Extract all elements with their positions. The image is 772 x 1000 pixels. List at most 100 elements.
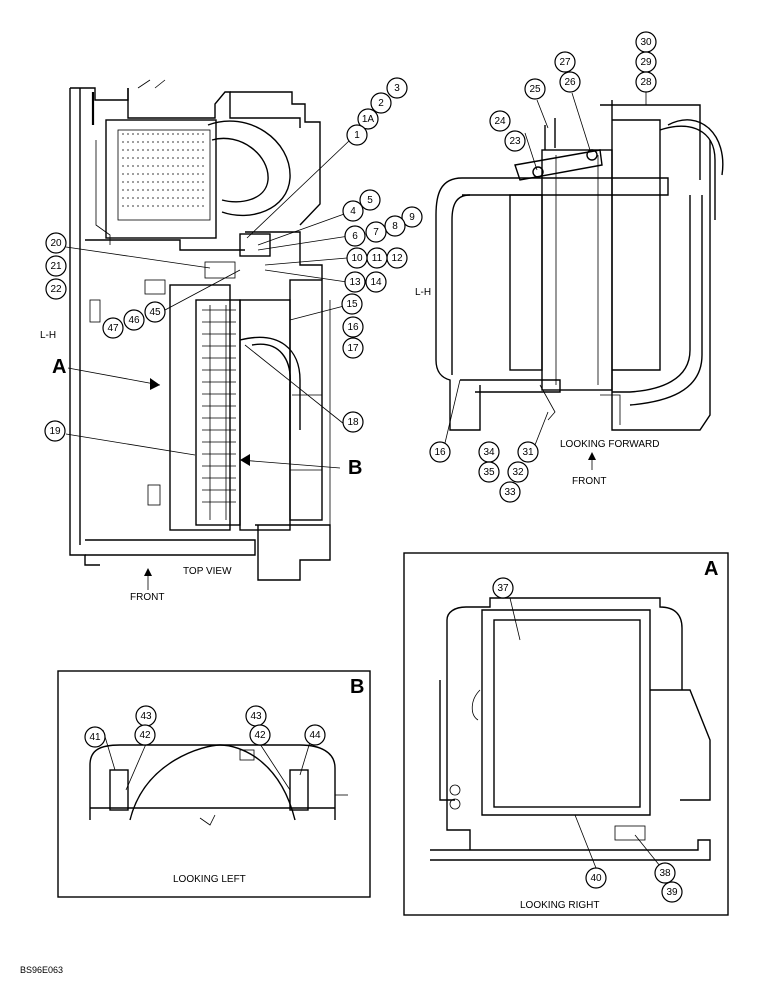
balloon-circle <box>249 724 271 746</box>
balloon-circle <box>341 293 363 315</box>
balloon-circle <box>84 726 106 748</box>
balloon-b17: 17 <box>342 337 364 359</box>
balloon-b26: 26 <box>559 71 581 93</box>
balloon-circle <box>504 130 526 152</box>
balloon-number: 32 <box>512 467 524 478</box>
looking-right-label: LOOKING RIGHT <box>520 900 599 911</box>
balloon-number: 38 <box>659 868 671 879</box>
balloon-number: 16 <box>347 322 359 333</box>
balloon-number: 34 <box>483 447 495 458</box>
balloon-number: 43 <box>140 711 152 722</box>
balloon-number: 29 <box>640 57 652 68</box>
balloon-number: 39 <box>666 887 678 898</box>
balloon-circle <box>342 200 364 222</box>
balloon-b37: 37 <box>492 577 514 599</box>
balloon-circle <box>123 309 145 331</box>
balloon-circle <box>635 71 657 93</box>
balloon-circle <box>359 189 381 211</box>
front-label-right: FRONT <box>572 476 606 487</box>
balloon-number: 7 <box>373 227 379 238</box>
balloon-number: 24 <box>494 116 506 127</box>
balloon-circle <box>357 108 379 130</box>
balloon-number: 31 <box>522 447 534 458</box>
balloon-number: 14 <box>370 277 382 288</box>
balloon-number: 26 <box>564 77 576 88</box>
balloon-number: 12 <box>391 253 403 264</box>
balloon-b29: 29 <box>635 51 657 73</box>
balloon-b12: 12 <box>386 247 408 269</box>
looking-forward-label: LOOKING FORWARD <box>560 439 659 450</box>
balloon-circle <box>304 724 326 746</box>
balloon-b10: 10 <box>346 247 368 269</box>
balloon-b11: 11 <box>366 247 388 269</box>
balloon-b25: 25 <box>524 78 546 100</box>
balloon-number: 23 <box>509 136 521 147</box>
balloon-b23: 23 <box>504 130 526 152</box>
balloon-b1A: 1A <box>357 108 379 130</box>
callout-letter-b: B <box>348 457 362 479</box>
balloon-number: 40 <box>590 873 602 884</box>
balloon-number: 28 <box>640 77 652 88</box>
balloon-b4: 4 <box>342 200 364 222</box>
balloon-number: 8 <box>392 221 398 232</box>
balloon-number: 43 <box>250 711 262 722</box>
balloon-number: 42 <box>254 730 266 741</box>
balloon-b8: 8 <box>384 215 406 237</box>
balloon-b44: 44 <box>304 724 326 746</box>
balloon-circle <box>559 71 581 93</box>
balloon-number: 45 <box>149 307 161 318</box>
balloon-b7: 7 <box>365 221 387 243</box>
balloon-b19: 19 <box>44 420 66 442</box>
balloon-circle <box>45 255 67 277</box>
balloon-b45: 45 <box>144 301 166 323</box>
balloon-circle <box>489 110 511 132</box>
balloon-circle <box>45 232 67 254</box>
balloon-circle <box>346 247 368 269</box>
balloon-b32: 32 <box>507 461 529 483</box>
lh-label-right: L-H <box>415 287 431 298</box>
balloon-b6: 6 <box>344 225 366 247</box>
top-view-drawing <box>69 79 331 581</box>
balloon-circle <box>346 124 368 146</box>
balloon-number: 11 <box>372 253 383 264</box>
balloon-b46: 46 <box>123 309 145 331</box>
balloon-b33: 33 <box>499 481 521 503</box>
balloon-number: 44 <box>309 730 321 741</box>
balloon-b34: 34 <box>478 441 500 463</box>
balloon-b47: 47 <box>102 317 124 339</box>
balloon-b24: 24 <box>489 110 511 132</box>
balloon-circle <box>102 317 124 339</box>
balloon-b30: 30 <box>635 31 657 53</box>
balloon-number: 5 <box>367 195 373 206</box>
front-label-left: FRONT <box>130 592 164 603</box>
balloon-circle <box>507 461 529 483</box>
balloon-circle <box>365 271 387 293</box>
balloon-number: 3 <box>394 83 400 94</box>
balloon-circle <box>344 225 366 247</box>
balloon-b41: 41 <box>84 726 106 748</box>
balloon-circle <box>429 441 451 463</box>
balloon-number: 13 <box>349 277 361 288</box>
balloon-b40: 40 <box>585 867 607 889</box>
balloon-number: 1 <box>354 130 360 141</box>
balloon-circle <box>45 278 67 300</box>
balloon-circle <box>344 271 366 293</box>
balloon-b21: 21 <box>45 255 67 277</box>
balloon-circle <box>342 411 364 433</box>
balloon-b38: 38 <box>654 862 676 884</box>
balloon-number: 33 <box>504 487 516 498</box>
balloon-number: 27 <box>559 57 571 68</box>
balloon-circle <box>499 481 521 503</box>
balloon-b13: 13 <box>344 271 366 293</box>
balloon-b9: 9 <box>401 206 423 228</box>
balloon-number: 2 <box>378 98 384 109</box>
balloon-b15: 15 <box>341 293 363 315</box>
balloon-circle <box>384 215 406 237</box>
balloon-b22: 22 <box>45 278 67 300</box>
balloon-b35: 35 <box>478 461 500 483</box>
balloon-number: 6 <box>352 231 358 242</box>
balloon-number: 10 <box>351 253 363 264</box>
panel-b-drawing <box>57 670 371 898</box>
balloon-b16b: 16 <box>429 441 451 463</box>
